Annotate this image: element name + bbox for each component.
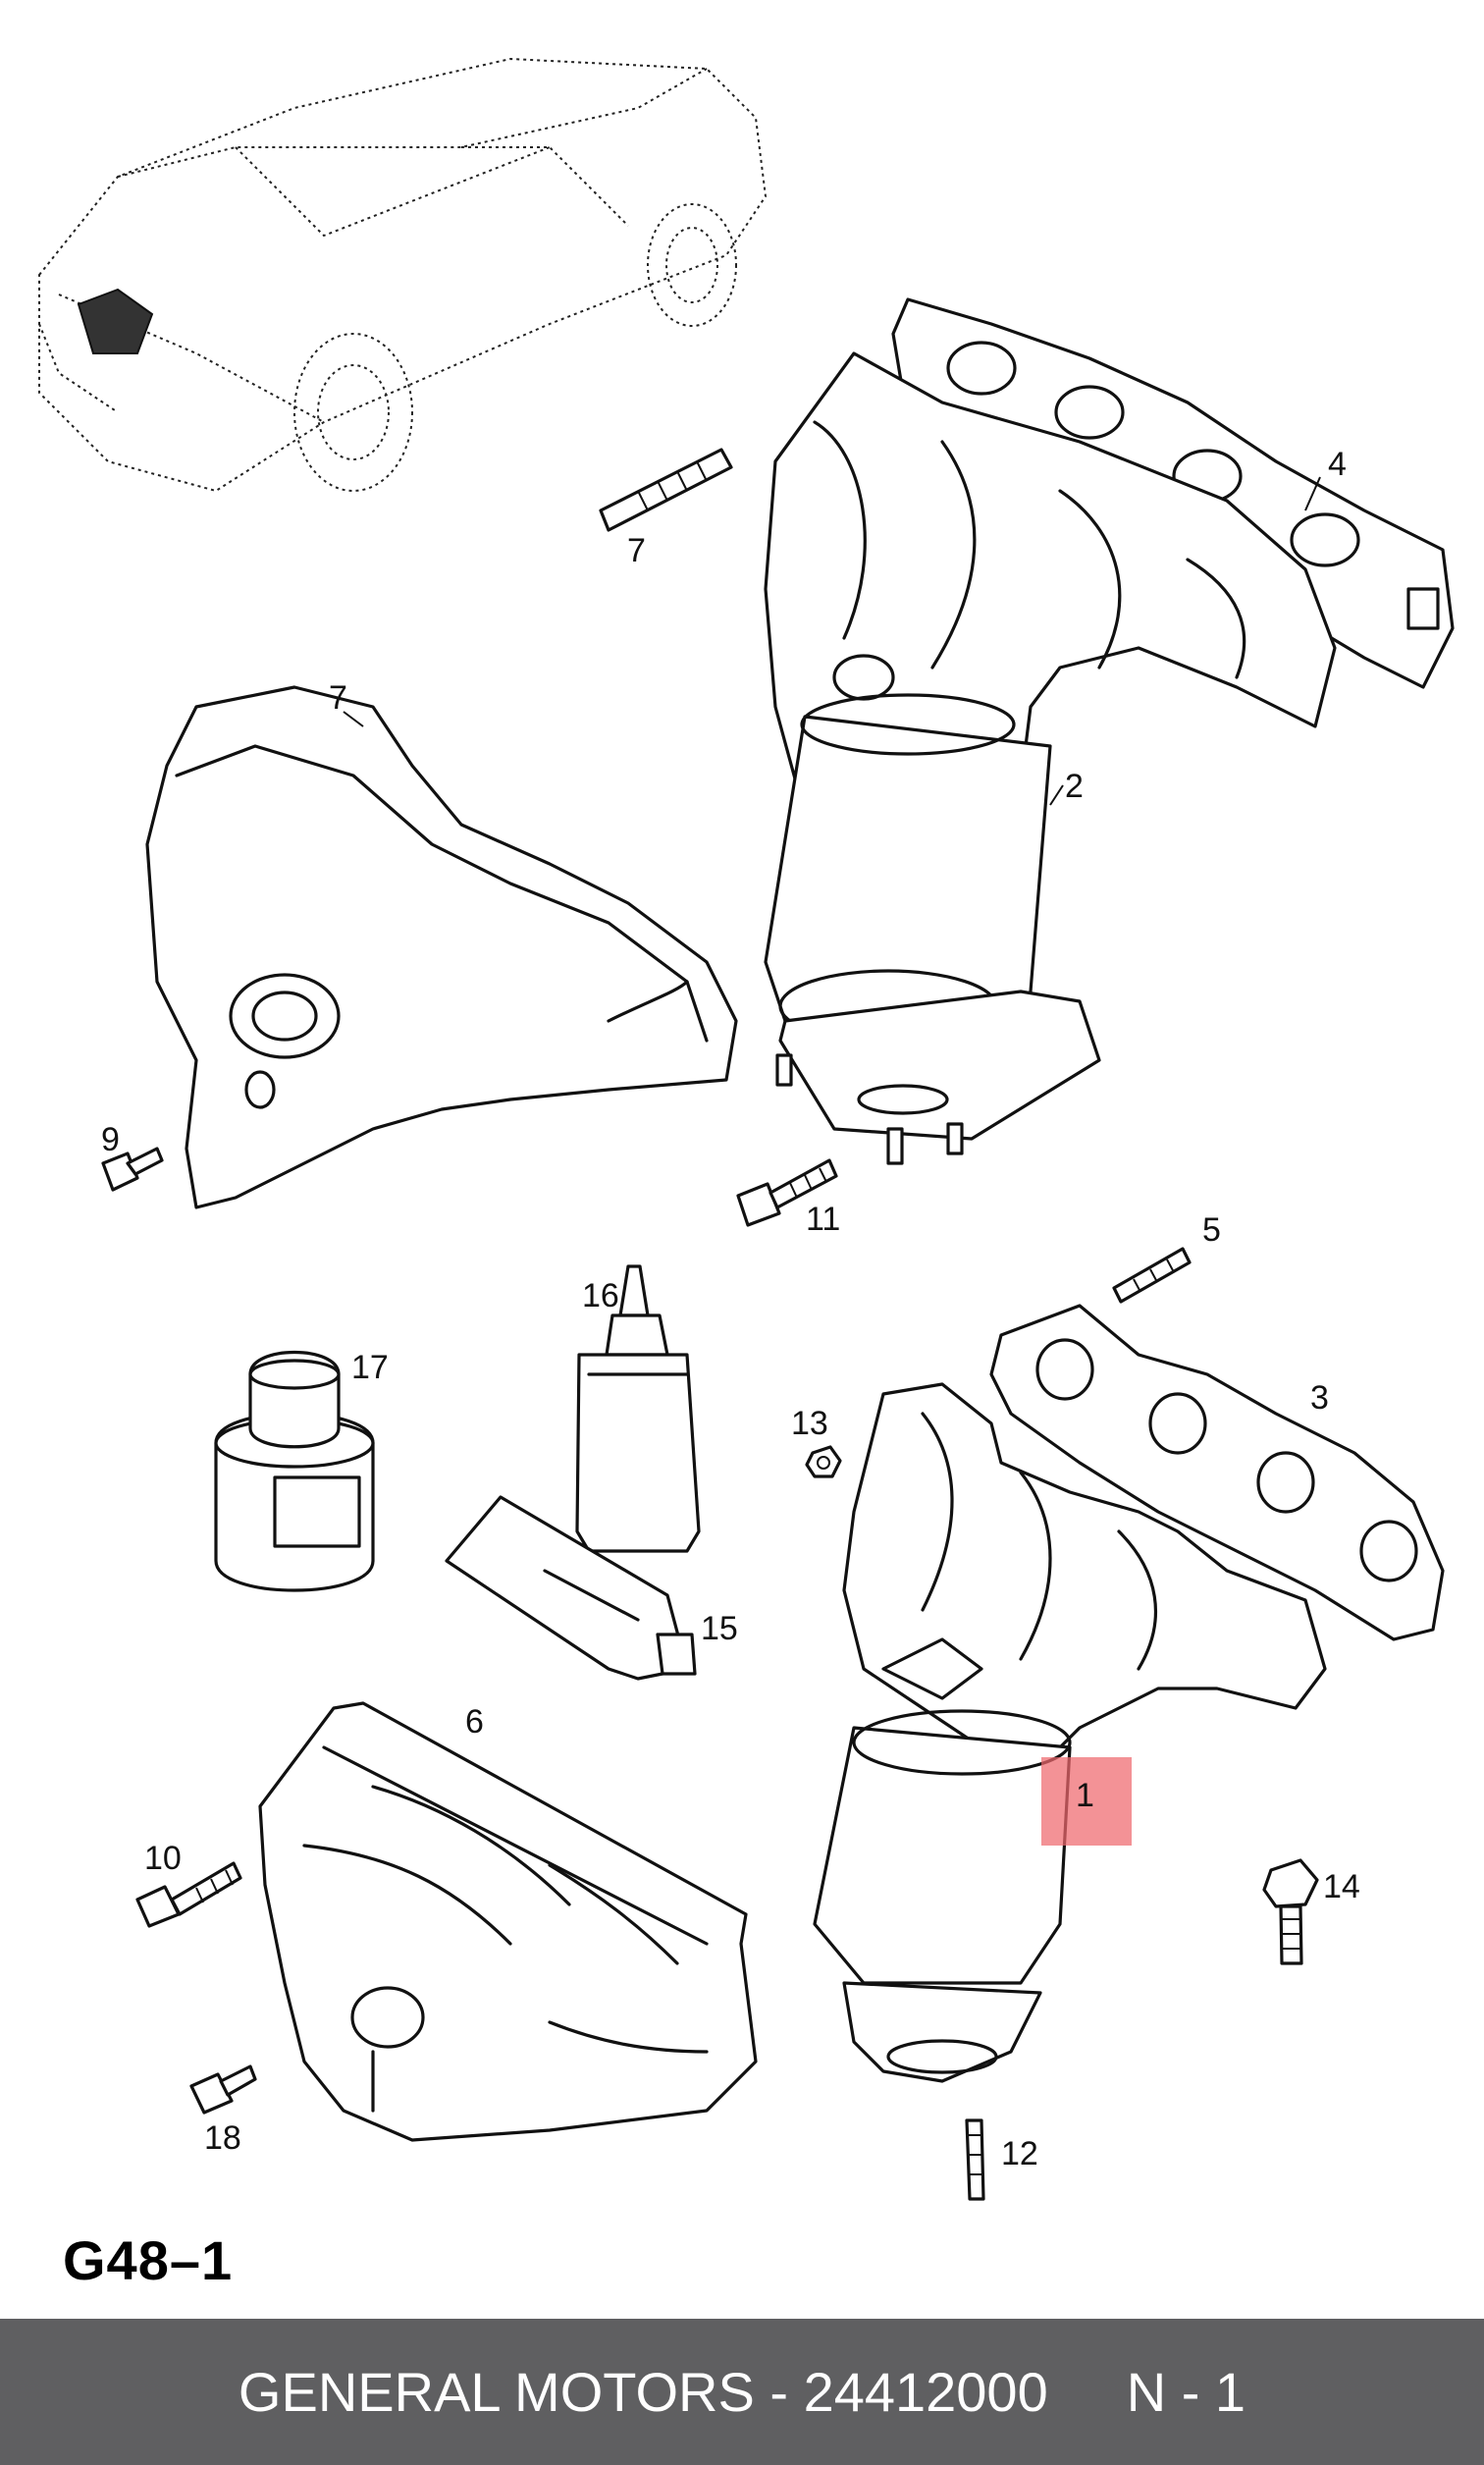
callout-15: 15 [701,1610,738,1647]
callout-10: 10 [144,1840,182,1877]
part-10-bolt [135,1861,242,1928]
part-13-nut [805,1445,842,1478]
callout-14: 14 [1323,1868,1360,1905]
callout-2: 2 [1065,768,1084,805]
footer-bar: GENERAL MOTORS - 24412000 N - 1 [0,2319,1484,2465]
part-1-manifold-converter [813,1382,1327,2201]
callout-12: 12 [1001,2135,1038,2172]
callout-4: 4 [1328,446,1347,483]
exploded-parts-diagram [38,57,1455,2201]
part-17-container [214,1351,375,1592]
leader-lines [343,476,1321,806]
vehicle-locator-illustration [38,57,768,493]
part-number-text: GENERAL MOTORS - 24412000 [238,2361,1048,2423]
callout-1: 1 [1076,1777,1094,1814]
part-14-bolt [1262,1858,1319,1965]
callout-18: 18 [204,2119,241,2157]
callout-11: 11 [806,1201,841,1238]
callout-16: 16 [582,1277,619,1314]
callout-17: 17 [351,1349,389,1386]
callout-9: 9 [101,1121,120,1158]
part-11-bolt [736,1158,838,1227]
part-2-manifold-converter [764,351,1337,1165]
callout-3: 3 [1310,1379,1329,1417]
callout-6: 6 [465,1703,484,1741]
quantity-text: N - 1 [1126,2361,1246,2423]
part-15-tube [445,1495,697,1681]
callout-8: 7 [627,532,646,569]
highlighted-part-marker [1041,1757,1132,1846]
part-7-heat-shield-upper [145,685,738,1209]
part-8-stud [599,448,733,532]
part-6-heat-shield-lower [258,1701,758,2142]
part-5-stud [1112,1247,1192,1304]
part-16-sealant-bottle [575,1264,701,1553]
part-3-exhaust-gasket [989,1304,1445,1641]
callout-5: 5 [1202,1211,1221,1249]
callout-7: 7 [329,679,347,717]
callout-13: 13 [791,1405,828,1442]
part-18-bolt [189,2064,257,2115]
diagram-page-code: G48–1 [63,2229,234,2291]
part-9-bolt [101,1147,164,1192]
